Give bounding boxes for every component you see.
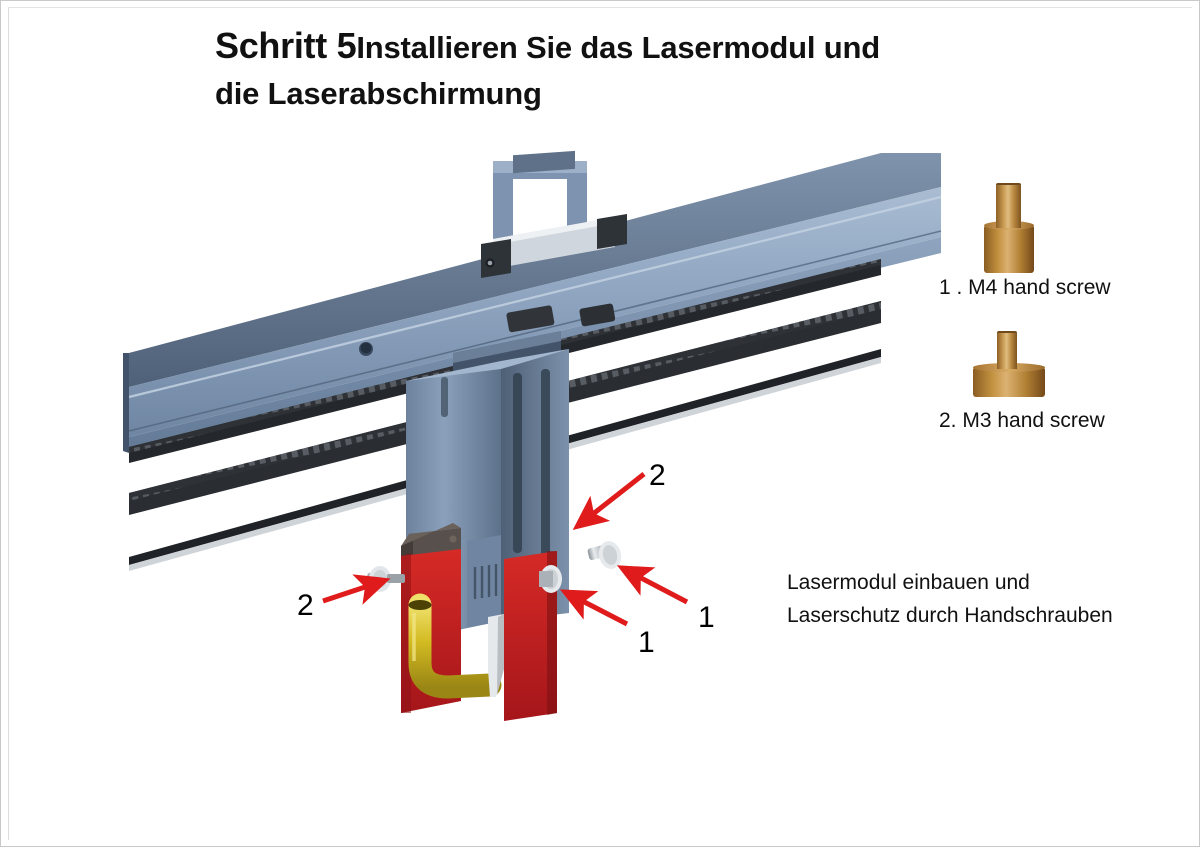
caption-line-1: Lasermodul einbauen und [787,571,1030,594]
instruction-caption: Lasermodul einbauen und Laserschutz durc… [787,567,1113,632]
carry-handle [481,150,627,278]
laser-nozzle [488,614,504,697]
step-description-line2: die Laserabschirmung [215,75,542,111]
m3-screw-icon [969,331,1055,399]
page-title: Schritt 5Installieren Sie das Lasermodul… [215,23,1035,114]
legend-label-m4: 1 . M4 hand screw [939,276,1111,299]
m4-screw-icon [976,183,1046,273]
caption-line-2: Laserschutz durch Handschrauben [787,603,1113,627]
thumbscrew-right [587,541,622,569]
thumbscrew-center [539,565,562,593]
air-assist-hose [408,593,502,699]
callout-label-2-left: 2 [297,589,314,622]
legend-label-m3: 2. M3 hand screw [939,409,1105,432]
arrow-2-left [322,574,391,605]
step-label: Schritt 5 [215,25,357,66]
thumbscrew-left [367,566,405,592]
callout-label-1-center: 1 [638,626,655,659]
arrow-1-right [616,565,689,605]
callout-label-2-upper-right: 2 [649,459,666,492]
step-description: Installieren Sie das Lasermodul und [356,30,880,65]
callout-label-1-right: 1 [698,601,715,634]
arrow-2-upper-right [572,472,646,530]
arrow-1-center [559,589,629,627]
